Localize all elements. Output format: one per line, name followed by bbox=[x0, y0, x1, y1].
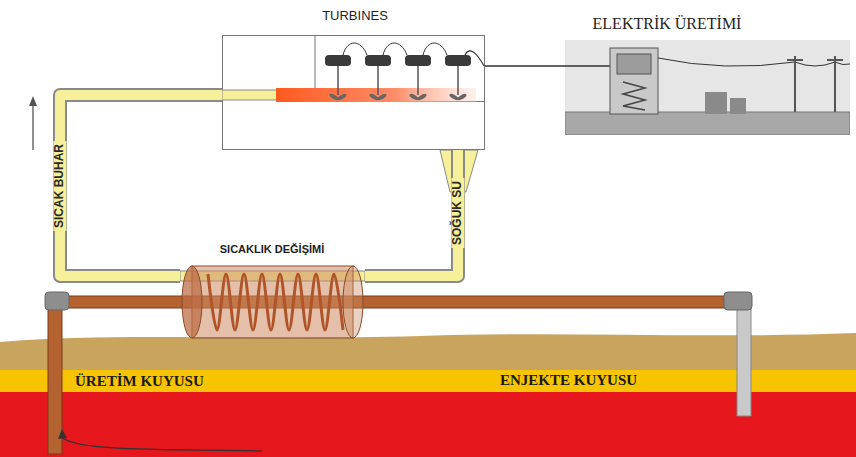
drawing-part bbox=[383, 43, 407, 55]
arrow-head bbox=[29, 96, 37, 106]
drawing-part bbox=[623, 82, 645, 110]
drawing-part bbox=[834, 56, 836, 112]
drawing-part bbox=[222, 90, 278, 100]
drawing-part bbox=[445, 55, 471, 66]
well-label: ENJEKTE KUYUSU bbox=[500, 372, 637, 389]
drawing-part bbox=[180, 262, 365, 340]
drawing-part bbox=[705, 92, 727, 114]
drawing-part bbox=[369, 93, 380, 101]
wire-stroke bbox=[485, 65, 565, 67]
drawing-part bbox=[325, 55, 351, 66]
injection-well-pipe bbox=[737, 306, 751, 416]
drawing-part bbox=[465, 51, 484, 66]
drawing-part bbox=[565, 65, 610, 67]
drawing-part bbox=[610, 48, 658, 114]
drawing-part bbox=[365, 55, 391, 66]
drawing-part bbox=[405, 55, 431, 66]
pipe-label: SOĞUK SU bbox=[451, 178, 464, 248]
drawing-part bbox=[377, 93, 388, 101]
flow-arrow bbox=[32, 104, 33, 150]
drawing-part bbox=[794, 56, 796, 112]
node-heading: SICAKLIK DEĞİŞİMİ bbox=[220, 243, 325, 255]
pipe-elbow bbox=[45, 292, 69, 310]
hot-reservoir bbox=[0, 392, 856, 457]
steam-pipe bbox=[60, 95, 222, 276]
brine-pipe bbox=[60, 296, 732, 308]
drawing-part bbox=[787, 59, 803, 61]
pipe-label: SICAK BUHAR bbox=[53, 141, 66, 231]
drawing-part bbox=[192, 266, 353, 338]
pipe-elbow bbox=[724, 292, 752, 310]
pipe-stroke bbox=[365, 150, 458, 276]
drawing-part bbox=[417, 93, 428, 101]
node-heading: ELEKTRİK ÜRETİMİ bbox=[593, 15, 742, 33]
node-heading: TURBINES bbox=[322, 8, 388, 23]
rock-layer bbox=[0, 370, 856, 394]
drawing-part bbox=[337, 93, 348, 101]
drawing-part bbox=[182, 266, 202, 338]
drawing-part bbox=[276, 88, 476, 102]
drawing-part bbox=[417, 66, 419, 95]
drawing-part bbox=[329, 93, 340, 101]
pipe-stroke bbox=[365, 150, 458, 276]
drawing-part bbox=[565, 40, 850, 135]
flow-arrow bbox=[63, 438, 262, 451]
pipe-stroke bbox=[60, 95, 222, 276]
production-well-pipe bbox=[48, 302, 62, 454]
drawing-part bbox=[617, 54, 651, 74]
power-station: ELEKTRİK ÜRETİMİ bbox=[565, 40, 850, 135]
drawing-part bbox=[423, 43, 447, 55]
drawing-part bbox=[835, 62, 850, 65]
drawing-part bbox=[449, 93, 460, 101]
drawing-part bbox=[343, 43, 367, 55]
turbine-hall: TURBINES bbox=[222, 35, 485, 150]
steam-pipe bbox=[365, 150, 458, 276]
heat-exchanger: SICAKLIK DEĞİŞİMİ bbox=[180, 262, 365, 340]
well-label: ÜRETİM KUYUSU bbox=[75, 373, 204, 390]
coil-windings bbox=[208, 274, 343, 330]
drawing-part bbox=[565, 112, 850, 135]
drawing-part bbox=[343, 266, 363, 338]
soil-layer bbox=[0, 333, 856, 372]
drawing-part bbox=[377, 66, 379, 95]
drawing-part bbox=[730, 98, 746, 114]
drawing-part bbox=[223, 36, 485, 150]
drawing-part bbox=[222, 35, 485, 150]
power-wire bbox=[485, 66, 565, 67]
drawing-part bbox=[409, 93, 420, 101]
drawing-part bbox=[457, 66, 459, 95]
drawing-part bbox=[795, 62, 835, 66]
drawing-part bbox=[337, 66, 339, 95]
pipe-stroke bbox=[60, 95, 222, 276]
arrow-head bbox=[58, 429, 67, 439]
drawing-part bbox=[658, 58, 795, 66]
drawing-part bbox=[827, 59, 843, 61]
drawing-part bbox=[457, 93, 468, 101]
